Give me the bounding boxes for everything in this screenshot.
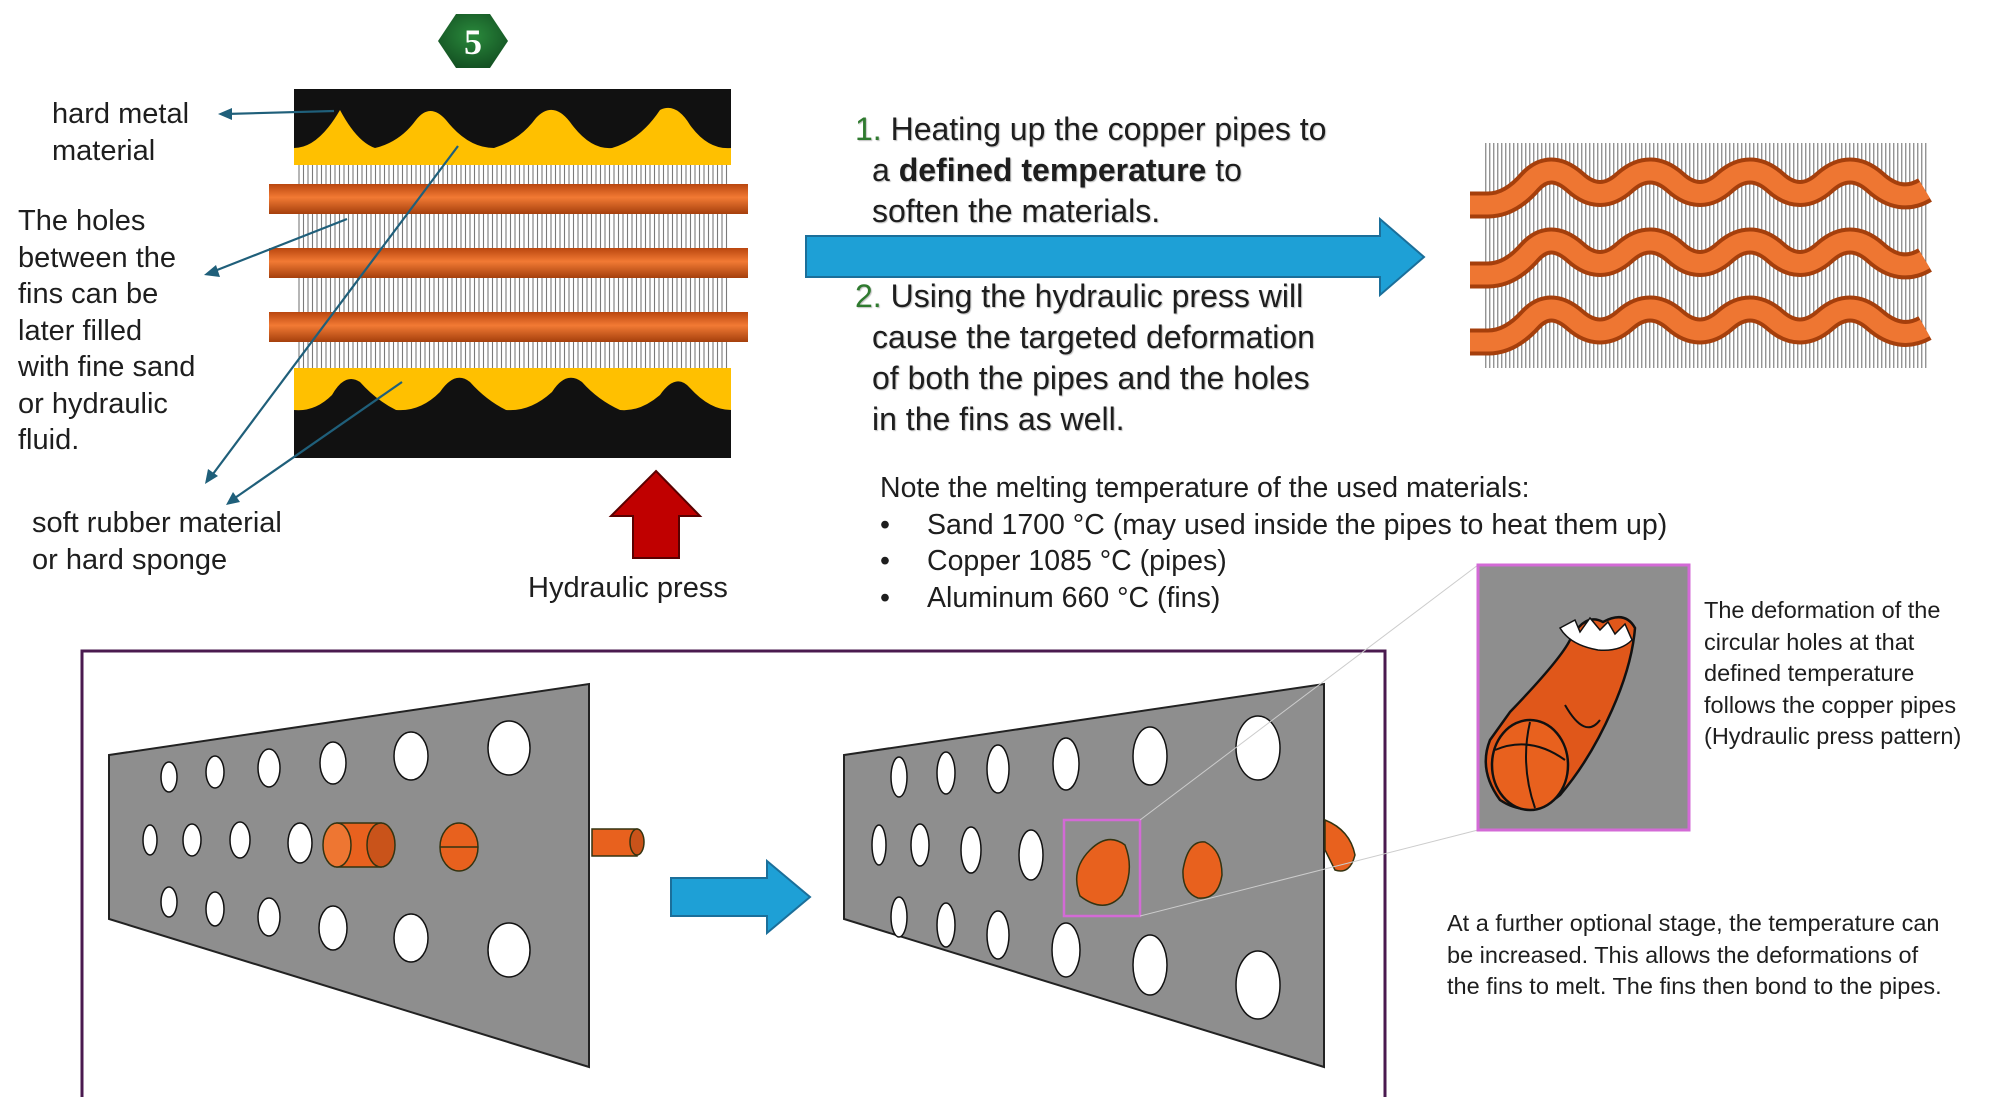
zoom-source-box [1062, 818, 1142, 918]
label-soft-rubber: soft rubber material or hard sponge [32, 507, 282, 576]
melting-note-item: •Sand 1700 °C (may used inside the pipes… [880, 508, 1668, 541]
step-2-number: 2. [855, 278, 882, 314]
up-arrow-icon [608, 469, 703, 559]
fin-plate-before [108, 682, 645, 1069]
pipe-2 [269, 248, 748, 278]
comparison-frame [80, 649, 1387, 1097]
rubber-bottom [294, 368, 731, 411]
right-arrow-icon [805, 216, 1426, 298]
optional-stage-caption: At a further optional stage, the tempera… [1447, 910, 1942, 999]
melting-note: Note the melting temperature of the used… [880, 470, 1667, 616]
deformation-caption: The deformation of the circular holes at… [1704, 597, 1962, 749]
step-1-number: 1. [855, 111, 882, 147]
defined-temperature-emphasis: defined temperature [898, 152, 1207, 188]
label-hard-metal: hard metal material [52, 98, 190, 167]
right-arrow-icon [670, 858, 812, 936]
label-hydraulic-press: Hydraulic press [528, 572, 728, 604]
step-2: 2. Using the hydraulic press will cause … [855, 278, 1315, 437]
melting-note-item: •Copper 1085 °C (pipes) [880, 545, 1227, 577]
melting-note-item: •Aluminum 660 °C (fins) [880, 581, 1221, 614]
pipe-1 [269, 184, 748, 214]
zoom-line [1139, 829, 1479, 917]
step-1: 1. Heating up the copper pipes to a defi… [855, 111, 1327, 229]
rubber-top [294, 107, 731, 165]
press-stack [269, 89, 748, 458]
zoom-line [1139, 564, 1479, 821]
deformed-pipes [1470, 143, 1932, 368]
label-fin-holes: The holes between the fins can be later … [18, 205, 196, 456]
leader-arrows [204, 108, 459, 505]
fin-plate-after [843, 682, 1356, 1069]
melting-note-heading: Note the melting temperature of the used… [880, 472, 1530, 504]
pipe-3 [269, 312, 748, 342]
zoom-detail [1476, 563, 1691, 832]
step-badge-number: 5 [464, 22, 482, 62]
step-badge: 5 [438, 14, 508, 68]
